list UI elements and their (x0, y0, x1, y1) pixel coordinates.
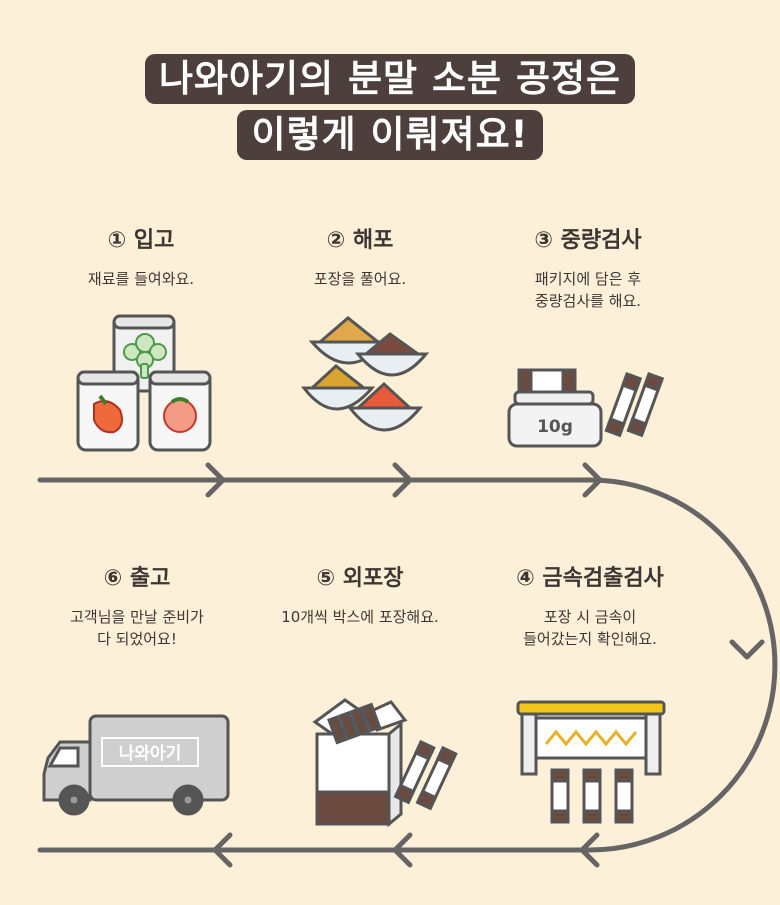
step-outer-packing: ⑤ 외포장 10개씩 박스에 포장해요. (240, 564, 480, 628)
step-receiving: ① 입고 재료를 들여와요. (21, 226, 261, 290)
page-subtitle: 이렇게 이뤄져요! (237, 110, 543, 160)
step-title: ③ 중량검사 (534, 228, 642, 253)
step-title: ⑤ 외포장 (316, 566, 404, 591)
step-desc: 10개씩 박스에 포장해요. (281, 608, 439, 626)
scale-label: 10g (537, 417, 573, 437)
powder-bowls-icon (300, 316, 430, 432)
weighing-scale-icon: 10g (507, 368, 665, 448)
step-unpacking: ② 해포 포장을 풀어요. (240, 226, 480, 290)
arrow-left-icon (212, 832, 233, 868)
outer-box-icon (312, 698, 458, 828)
truck-label: 나와아기 (119, 744, 182, 764)
arrow-left-icon (579, 832, 600, 868)
page-title: 나와아기의 분말 소분 공정은 (144, 54, 636, 104)
title-line-2: 이렇게 이뤄져요! (0, 110, 780, 160)
arrow-right-icon (205, 462, 226, 498)
step-title: ① 입고 (107, 228, 175, 253)
arrow-left-icon (392, 832, 413, 868)
metal-detector-icon (516, 700, 666, 824)
step-desc: 재료를 들여와요. (87, 270, 195, 288)
flow-path (37, 477, 778, 853)
title-line-1: 나와아기의 분말 소분 공정은 (0, 54, 780, 104)
arrow-right-icon (392, 462, 413, 498)
step-title: ⑥ 출고 (103, 566, 171, 591)
arrow-down-icon (729, 639, 765, 660)
step-title: ④ 금속검출검사 (516, 566, 664, 591)
arrow-right-icon (582, 462, 603, 498)
delivery-truck-icon: 나와아기 (42, 714, 230, 816)
step-title: ② 해포 (326, 228, 394, 253)
ingredient-bags-icon (76, 314, 212, 452)
step-desc: 포장을 풀어요. (313, 270, 407, 288)
